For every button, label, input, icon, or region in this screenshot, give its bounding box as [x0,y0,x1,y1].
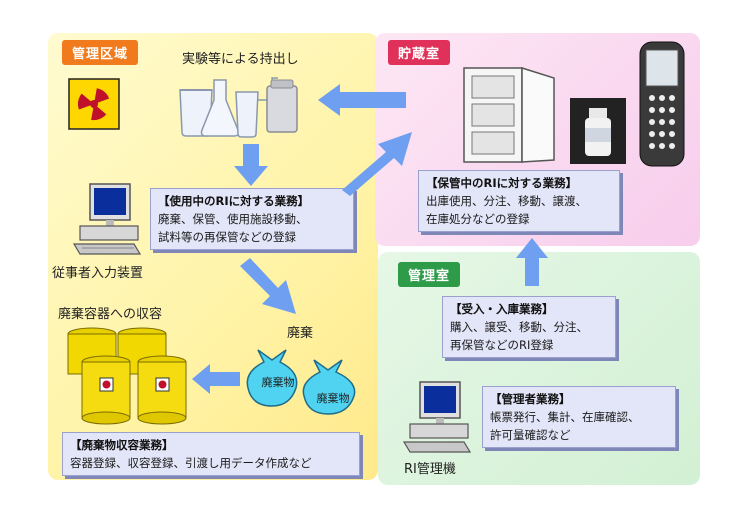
in-use-tasks-line1: 廃棄、保管、使用施設移動、 [158,212,308,226]
bottle-icon [570,98,626,164]
arrow-experiment-down [234,144,268,186]
waste-storage-tasks-title: 【廃棄物収容業務】 [70,438,174,452]
zone-tag-management-room: 管理室 [398,262,461,287]
in-use-tasks-title: 【使用中のRIに対する業務】 [158,194,310,208]
admin-tasks-box: 【管理者業務】 帳票発行、集計、在庫確認、 許可量確認など [482,386,676,448]
in-use-tasks-line2: 試料等の再保管などの登録 [158,230,296,244]
handheld-terminal-icon [639,41,685,167]
waste-bag-icon [246,349,356,415]
receipt-tasks-line2: 再保管などのRI登録 [450,338,554,352]
ri-terminal-label: RI管理機 [404,462,456,477]
lab-glassware-icon [179,77,298,138]
experiment-label: 実験等による持出し [182,52,299,67]
zone-tag-storage-room: 貯蔵室 [388,40,451,65]
waste-bag-label-1: 廃棄物 [261,376,295,389]
receipt-tasks-box: 【受入・入庫業務】 購入、譲受、移動、分注、 再保管などのRI登録 [442,296,616,358]
computer-icon [402,381,472,453]
admin-tasks-title: 【管理者業務】 [490,392,571,406]
radiation-icon [68,78,120,130]
operator-terminal-label: 従事者入力装置 [52,266,144,281]
storage-tasks-line2: 在庫処分などの登録 [426,212,530,226]
arrow-storage-to-experiment [318,84,406,116]
cabinet-icon [463,66,555,163]
arrow-management-up [516,238,548,286]
zone-tag-controlled-area: 管理区域 [62,40,139,65]
admin-tasks-line1: 帳票発行、集計、在庫確認、 [490,410,640,424]
waste-storage-tasks-box: 【廃棄物収容業務】 容器登録、収容登録、引渡し用データ作成など [62,432,360,476]
computer-icon [72,183,142,255]
arrow-inuse-to-storage [342,132,412,196]
storage-tasks-box: 【保管中のRIに対する業務】 出庫使用、分注、移動、譲渡、 在庫処分などの登録 [418,170,620,232]
waste-storage-tasks-line1: 容器登録、収容登録、引渡し用データ作成など [70,456,312,470]
in-use-tasks-box: 【使用中のRIに対する業務】 廃棄、保管、使用施設移動、 試料等の再保管などの登… [150,188,354,250]
arrow-waste-to-drums [192,364,240,394]
waste-label: 廃棄 [287,326,314,341]
drums-icon [67,327,187,425]
storage-tasks-line1: 出庫使用、分注、移動、譲渡、 [426,194,587,208]
receipt-tasks-line1: 購入、譲受、移動、分注、 [450,320,588,334]
waste-bag-label-2: 廃棄物 [316,392,350,405]
admin-tasks-line2: 許可量確認など [490,428,571,442]
arrow-inuse-to-waste [240,258,296,314]
receipt-tasks-title: 【受入・入庫業務】 [450,302,554,316]
storage-tasks-title: 【保管中のRIに対する業務】 [426,176,578,190]
disposal-container-label: 廃棄容器への収容 [58,307,163,322]
